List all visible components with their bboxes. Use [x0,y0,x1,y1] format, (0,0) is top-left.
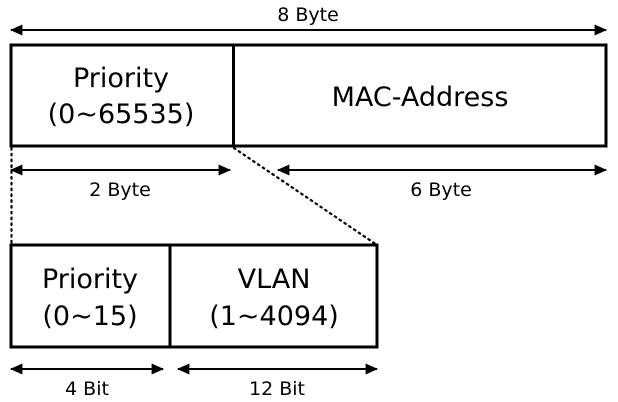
bottom-row-outline [9,243,379,349]
bottom-cell-vlan: VLAN (1~4094) [209,264,339,332]
top-cell-priority-range: (0~65535) [48,99,195,130]
mac-address-6byte-label: 6 Byte [410,179,472,201]
expansion-leader-lines [10,146,379,247]
top-row-dimensions: 2 Byte 6 Byte [10,164,607,201]
bottom-cell-vlan-range: (1~4094) [209,301,339,332]
bottom-row-dimensions: 4 Bit 12 Bit [10,363,378,400]
bottom-row-box: Priority (0~15) VLAN (1~4094) [9,243,379,349]
vlan-12bit-label: 12 Bit [249,378,305,400]
top-overall-size-label: 8 Byte [277,4,339,26]
bottom-cell-vlan-title: VLAN [238,264,311,295]
bottom-cell-priority: Priority (0~15) [42,264,138,332]
top-overall-dimension: 8 Byte [10,4,607,36]
top-cell-mac-address-title: MAC-Address [332,82,509,113]
top-row-outline [9,43,608,148]
top-cell-priority-title: Priority [73,63,169,94]
priority-4bit-label: 4 Bit [65,378,109,400]
bottom-cell-priority-range: (0~15) [42,301,137,332]
top-row-box: Priority (0~65535) MAC-Address [9,43,608,148]
priority-2byte-label: 2 Byte [89,179,151,201]
top-cell-priority: Priority (0~65535) [48,63,195,130]
bottom-cell-priority-title: Priority [42,264,138,295]
top-cell-mac-address: MAC-Address [332,82,509,113]
leader-line-diagonal [232,146,379,247]
